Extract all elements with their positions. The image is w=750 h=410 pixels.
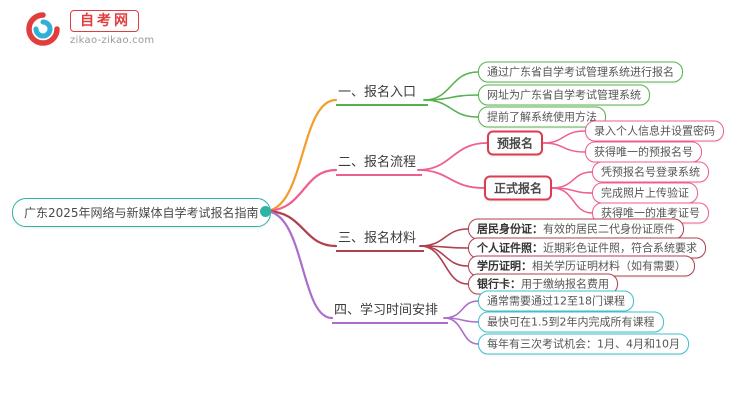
branch-4-line [263, 209, 334, 320]
branch-2-child-line [551, 187, 593, 214]
branch-1-child-line [423, 71, 479, 101]
branch-label-materials: 三、报名材料 [336, 227, 424, 252]
material-node-id-card: 居民身份证：有效的居民二代身份证原件 [468, 218, 684, 240]
branch-1-line [263, 98, 338, 213]
site-logo-name: 自考网 [70, 10, 139, 32]
branch-3-line [263, 209, 338, 248]
pre-register-node-2: 获得唯一的预报名号 [585, 141, 702, 163]
process-group-formal-register: 正式报名 [484, 175, 553, 201]
entry-node-3: 提前了解系统使用方法 [478, 106, 606, 128]
branch-2-line [263, 168, 338, 213]
entry-node-2: 网址为广东省自学考试管理系统 [478, 84, 650, 106]
material-node-photo: 个人证件照：近期彩色证件照，符合系统要求 [468, 237, 706, 259]
brand-header: 自考网 zikao-zikao.com [24, 10, 154, 52]
branch-3-child-line [419, 228, 469, 247]
material-label: 学历证明： [477, 259, 532, 273]
branch-2-child-line [542, 142, 586, 153]
formal-register-node-2: 完成照片上传验证 [592, 182, 698, 204]
material-node-diploma: 学历证明：相关学历证明材料（如有需要） [468, 255, 695, 277]
formal-register-node-3: 获得唯一的准考证号 [592, 202, 709, 224]
branch-label-entry: 一、报名入口 [336, 81, 428, 106]
schedule-node-2: 最快可在1.5到2年内完成所有课程 [478, 311, 664, 333]
process-group-pre-register: 预报名 [487, 130, 544, 156]
branch-2-child-line [542, 130, 586, 144]
schedule-node-1: 通常需要通过12至18门课程 [478, 290, 634, 312]
formal-register-node-1: 凭预报名号登录系统 [592, 161, 709, 183]
site-domain: zikao-zikao.com [70, 35, 155, 46]
branch-2-child-line [551, 171, 593, 189]
branch-3-child-line [419, 245, 469, 249]
pre-register-node-1: 录入个人信息并设置密码 [585, 120, 724, 142]
branch-2-group-line [417, 169, 485, 189]
branch-4-child-line [443, 317, 479, 345]
material-desc: 近期彩色证件照，符合系统要求 [543, 241, 697, 255]
branch-label-schedule: 四、学习时间安排 [332, 299, 448, 324]
material-desc: 有效的居民二代身份证原件 [543, 222, 675, 236]
material-label: 居民身份证： [477, 222, 543, 236]
material-label: 个人证件照： [477, 241, 543, 255]
material-desc: 用于缴纳报名费用 [521, 277, 609, 291]
branch-2-child-line [551, 187, 593, 194]
branch-2-group-line [417, 142, 488, 171]
material-desc: 相关学历证明材料（如有需要） [532, 259, 686, 273]
root-connector-dot [260, 206, 271, 217]
branch-4-child-line [443, 317, 479, 323]
root-node: 广东2025年网络与新媒体自学考试报名指南 [12, 198, 271, 227]
material-label: 银行卡： [477, 277, 521, 291]
branch-1-child-line [423, 99, 479, 118]
entry-node-1: 通过广东省自学考试管理系统进行报名 [478, 61, 683, 83]
branch-label-process: 二、报名流程 [336, 151, 423, 176]
schedule-node-3: 每年有三次考试机会：1月、4月和10月 [478, 333, 689, 355]
material-node-bank-card: 银行卡：用于缴纳报名费用 [468, 273, 618, 295]
branch-3-child-line [419, 245, 469, 267]
branch-1-child-line [423, 94, 479, 101]
branch-3-child-line [419, 245, 469, 285]
zikao-logo-icon [24, 10, 62, 52]
branch-4-child-line [443, 300, 479, 319]
